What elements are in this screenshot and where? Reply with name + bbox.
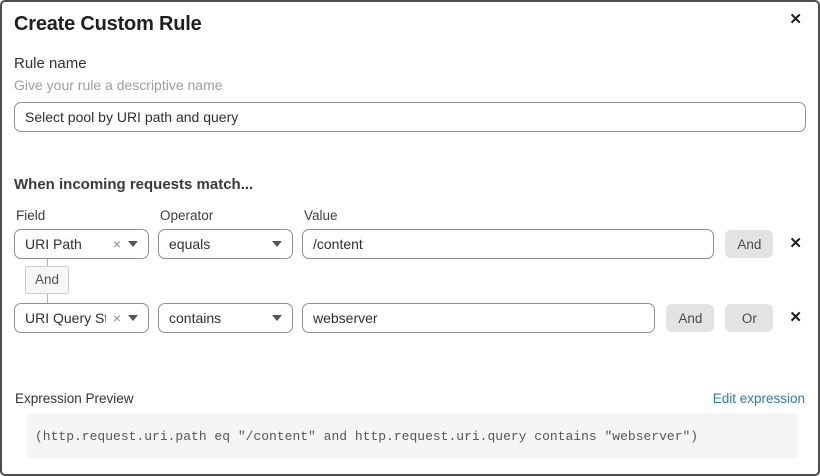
value-input[interactable] (302, 303, 656, 333)
clear-icon[interactable]: × (112, 310, 121, 326)
and-connector: And (24, 259, 70, 303)
column-label-value: Value (304, 208, 338, 223)
expression-preview-header: Expression Preview Edit expression (14, 391, 806, 406)
rule-name-input[interactable] (14, 102, 806, 132)
rule-name-helper: Give your rule a descriptive name (14, 77, 223, 93)
rule-row-2: URI Query St... × contains And Or ✕ (14, 303, 806, 333)
field-select-value: URI Query St... (25, 310, 106, 326)
rule-row-1: URI Path × equals And ✕ (14, 229, 806, 259)
chevron-down-icon (128, 241, 138, 247)
remove-condition-icon[interactable]: ✕ (789, 309, 802, 326)
clear-icon[interactable]: × (112, 236, 121, 252)
chevron-down-icon (128, 315, 138, 321)
edit-expression-link[interactable]: Edit expression (712, 391, 805, 406)
column-label-operator: Operator (160, 208, 214, 223)
and-connector-badge: And (24, 266, 70, 294)
expression-code: (http.request.uri.path eq "/content" and… (27, 413, 798, 459)
field-select[interactable]: URI Path × (14, 229, 149, 259)
column-label-field: Field (16, 208, 46, 223)
field-select-value: URI Path (25, 236, 82, 252)
connector-line (46, 294, 48, 303)
operator-select[interactable]: contains (158, 303, 293, 333)
chevron-down-icon (272, 241, 282, 247)
add-and-condition-button[interactable]: And (666, 304, 715, 332)
add-and-condition-button[interactable]: And (725, 230, 774, 258)
dialog-header: Create Custom Rule ✕ (14, 12, 806, 36)
operator-select[interactable]: equals (158, 229, 293, 259)
page-title: Create Custom Rule (14, 13, 202, 35)
match-heading: When incoming requests match... (14, 176, 254, 193)
field-select[interactable]: URI Query St... × (14, 303, 149, 333)
match-column-labels: Field Operator Value (14, 208, 806, 223)
rule-name-label: Rule name (14, 55, 87, 72)
operator-select-value: contains (169, 310, 222, 326)
chevron-down-icon (272, 315, 282, 321)
connector-line (46, 259, 48, 266)
expression-preview-label: Expression Preview (15, 391, 134, 406)
remove-condition-icon[interactable]: ✕ (789, 235, 802, 252)
value-input[interactable] (302, 229, 715, 259)
add-or-condition-button[interactable]: Or (725, 304, 774, 332)
rule-name-section: Rule name Give your rule a descriptive n… (14, 55, 806, 132)
operator-select-value: equals (169, 236, 211, 252)
close-icon[interactable]: ✕ (785, 10, 806, 30)
